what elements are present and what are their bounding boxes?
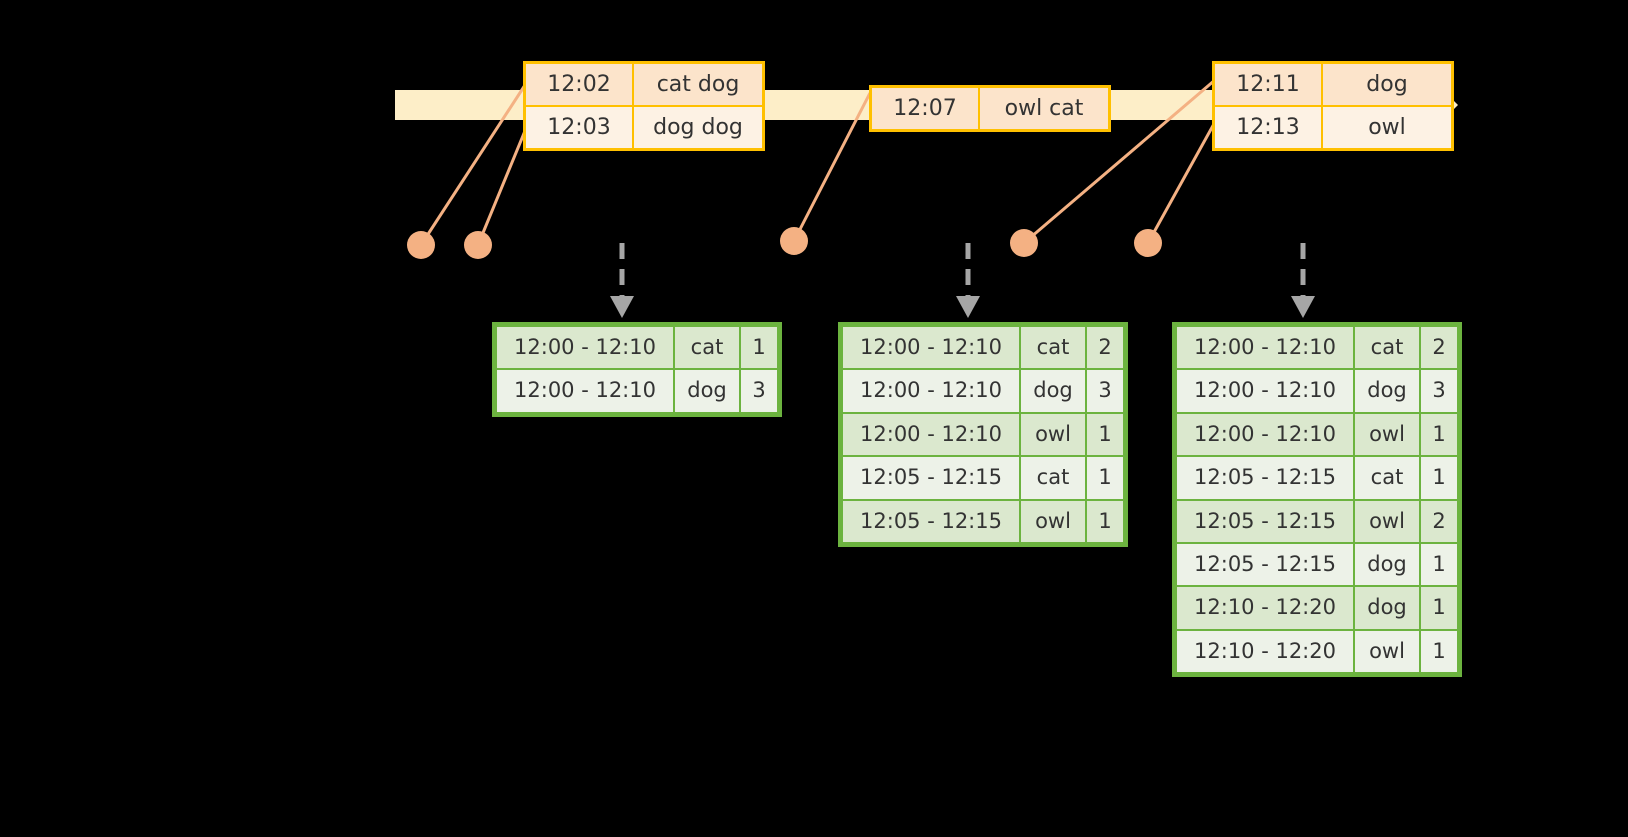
event-dot-3[interactable] <box>780 227 808 255</box>
result-cell-window: 12:00 - 12:10 <box>843 413 1019 456</box>
result-cell-word: cat <box>1021 327 1085 369</box>
result-cell-count: 3 <box>741 370 777 412</box>
stream-cell-time: 12:11 <box>1212 61 1323 107</box>
result-cell-window: 12:00 - 12:10 <box>497 370 673 412</box>
result-cell-word: dog <box>1355 370 1419 412</box>
dashed-arrow-3 <box>1291 243 1315 318</box>
stream-cell-words: dog <box>1321 61 1454 107</box>
result-cell-count: 1 <box>1421 630 1457 673</box>
connector-line-3 <box>792 92 872 242</box>
result-cell-window: 12:00 - 12:10 <box>843 327 1019 369</box>
event-dot-1[interactable] <box>407 231 435 259</box>
dashed-arrow-2 <box>956 243 980 318</box>
result-cell-count: 2 <box>1421 327 1457 369</box>
result-cell-word: owl <box>1355 413 1419 456</box>
result-cell-word: cat <box>1355 327 1419 369</box>
result-cell-count: 1 <box>741 327 777 369</box>
result-cell-word: owl <box>1355 500 1419 542</box>
result-cell-count: 3 <box>1087 370 1123 412</box>
event-dot-4[interactable] <box>1010 229 1038 257</box>
result-cell-window: 12:00 - 12:10 <box>497 327 673 369</box>
result-cell-window: 12:00 - 12:10 <box>1177 413 1353 456</box>
event-dot-2[interactable] <box>464 231 492 259</box>
result-cell-word: dog <box>1355 587 1419 629</box>
result-cell-count: 1 <box>1421 413 1457 456</box>
result-cell-word: dog <box>1021 370 1085 412</box>
dashed-arrow-1 <box>610 243 634 318</box>
result-cell-count: 2 <box>1087 327 1123 369</box>
result-cell-window: 12:10 - 12:20 <box>1177 587 1353 629</box>
result-cell-count: 2 <box>1421 500 1457 542</box>
stream-cell-words: owl <box>1321 105 1454 151</box>
connector-line-1 <box>419 81 529 246</box>
result-cell-count: 1 <box>1087 413 1123 456</box>
stream-cell-time: 12:07 <box>869 85 980 132</box>
result-cell-count: 3 <box>1421 370 1457 412</box>
result-cell-count: 1 <box>1087 500 1123 542</box>
stream-cell-time: 12:03 <box>523 105 634 151</box>
connector-line-2 <box>476 125 529 246</box>
stream-cell-words: owl cat <box>978 85 1111 132</box>
stream-cell-time: 12:13 <box>1212 105 1323 151</box>
result-cell-word: owl <box>1021 413 1085 456</box>
result-cell-window: 12:00 - 12:10 <box>1177 370 1353 412</box>
result-cell-window: 12:00 - 12:10 <box>843 370 1019 412</box>
result-cell-window: 12:10 - 12:20 <box>1177 630 1353 673</box>
result-cell-word: owl <box>1355 630 1419 673</box>
event-dot-5[interactable] <box>1134 229 1162 257</box>
result-cell-word: dog <box>675 370 739 412</box>
result-cell-window: 12:05 - 12:15 <box>843 457 1019 499</box>
result-cell-count: 1 <box>1421 457 1457 499</box>
result-cell-window: 12:00 - 12:10 <box>1177 327 1353 369</box>
stream-cell-words: dog dog <box>632 105 765 151</box>
result-cell-window: 12:05 - 12:15 <box>1177 500 1353 542</box>
result-cell-count: 1 <box>1421 543 1457 586</box>
result-cell-word: owl <box>1021 500 1085 542</box>
result-cell-word: cat <box>1355 457 1419 499</box>
result-cell-window: 12:05 - 12:15 <box>843 500 1019 542</box>
result-cell-window: 12:05 - 12:15 <box>1177 457 1353 499</box>
result-cell-count: 1 <box>1087 457 1123 499</box>
stream-cell-words: cat dog <box>632 61 765 107</box>
stream-cell-time: 12:02 <box>523 61 634 107</box>
result-cell-count: 1 <box>1421 587 1457 629</box>
result-cell-word: cat <box>1021 457 1085 499</box>
connector-line-5 <box>1146 121 1217 244</box>
result-cell-word: cat <box>675 327 739 369</box>
result-cell-word: dog <box>1355 543 1419 586</box>
result-cell-window: 12:05 - 12:15 <box>1177 543 1353 586</box>
